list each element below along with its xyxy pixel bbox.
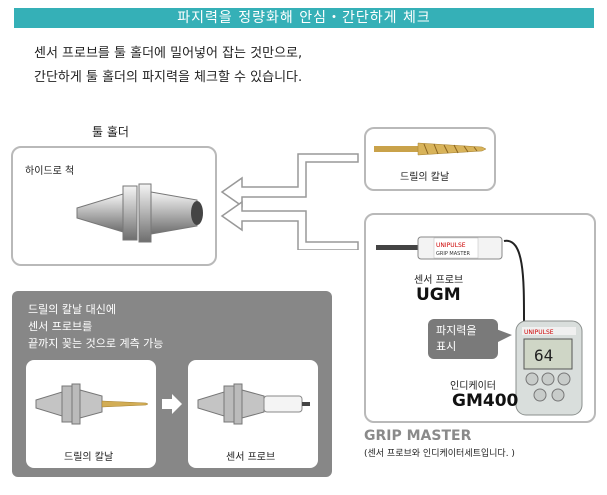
comparison-line-2: 센서 프로브를 <box>28 320 93 333</box>
right-example-label: 센서 프로브 <box>226 452 276 463</box>
grip-master-title: GRIP MASTER <box>364 428 472 444</box>
callout-line-1: 파지력을 <box>436 324 477 337</box>
indicator-brand: UNIPULSE <box>524 329 554 336</box>
probe-model: UGM <box>416 285 461 305</box>
indicator-device-image: UNIPULSE 64 <box>515 320 583 416</box>
indicator-screen-value: 64 <box>534 346 553 365</box>
chuck-with-drill-image <box>35 383 149 425</box>
callout-pointer <box>496 329 512 343</box>
cable-and-probe: UNIPULSE GRIP MASTER <box>376 236 543 349</box>
intro-line-1: 센서 프로브를 툴 홀더에 밀어넣어 잡는 것만으로, <box>34 46 303 61</box>
drill-label: 드릴의 칼날 <box>400 172 450 183</box>
grip-master-box: UNIPULSE GRIP MASTER 센서 프로브 UGM 파지력을 표시 … <box>364 213 596 423</box>
left-example-card: 드릴의 칼날 <box>26 360 156 468</box>
hydro-chuck-image <box>76 183 203 243</box>
tool-holder-box: 하이드로 척 <box>11 146 217 266</box>
grip-master-note: (센서 프로브와 인디케이터세트입니다. ) <box>364 449 515 459</box>
indicator-model: GM400 <box>452 391 519 411</box>
comparison-line-1: 드릴의 칼날 대신에 <box>28 303 116 316</box>
callout-bubble: 파지력을 표시 <box>428 319 498 359</box>
comparison-line-3: 끝까지 꽂는 것으로 계측 가능 <box>28 337 164 350</box>
tool-holder-heading: 툴 홀더 <box>92 125 129 139</box>
callout-line-2: 표시 <box>436 340 457 353</box>
probe-sticker-name: GRIP MASTER <box>436 251 471 257</box>
drill-box: 드릴의 칼날 <box>364 127 496 191</box>
right-arrow-icon <box>162 394 182 414</box>
header-banner: 파지력을 정량화해 안심・간단하게 체크 <box>14 8 594 28</box>
chuck-with-probe-image <box>197 383 310 425</box>
flow-arrows <box>220 153 359 250</box>
drill-bit-image <box>374 142 487 156</box>
left-example-label: 드릴의 칼날 <box>64 452 114 463</box>
intro-line-2: 간단하게 툴 홀더의 파지력을 체크할 수 있습니다. <box>34 70 303 85</box>
tool-holder-label: 하이드로 척 <box>25 166 75 177</box>
indicator-label: 인디케이터 <box>450 381 496 392</box>
right-example-card: 센서 프로브 <box>188 360 318 468</box>
probe-label: 센서 프로브 <box>414 275 464 286</box>
probe-sticker-brand: UNIPULSE <box>436 242 466 249</box>
